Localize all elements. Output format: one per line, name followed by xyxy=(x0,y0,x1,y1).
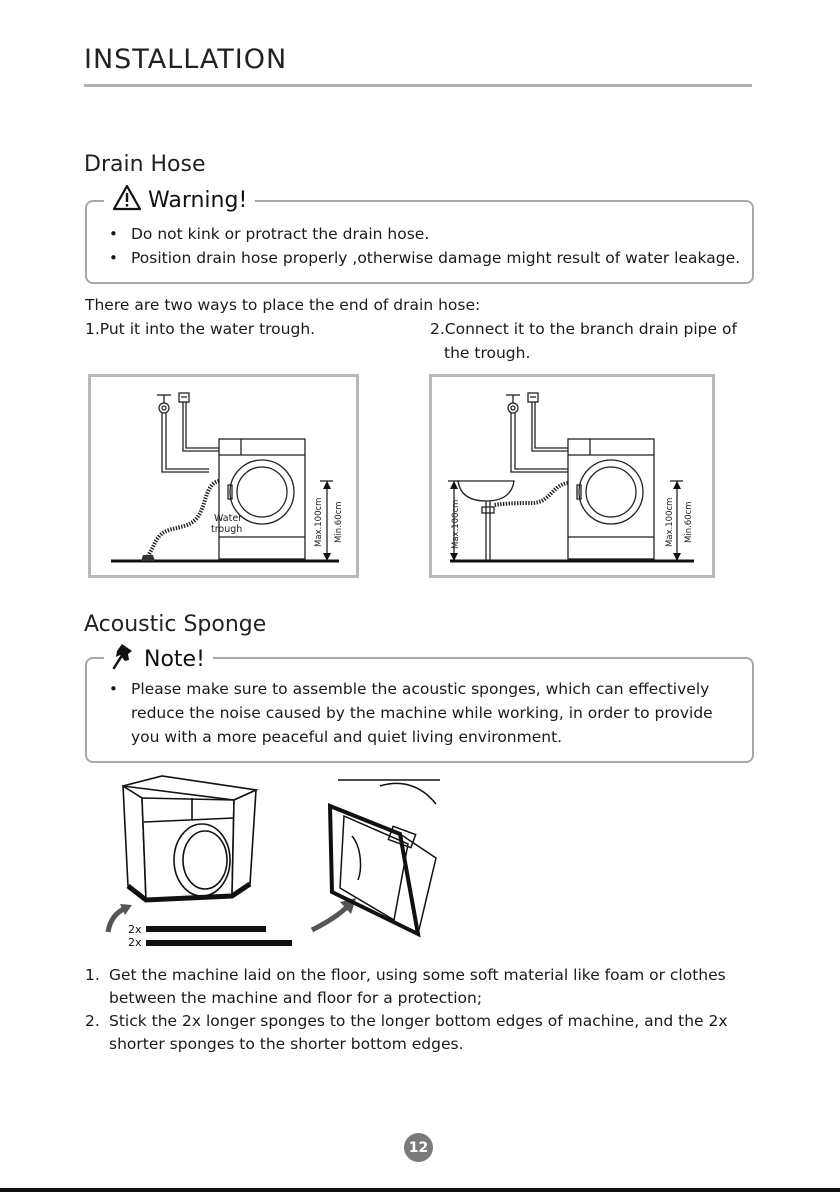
note-list: •Please make sure to assemble the acoust… xyxy=(109,677,749,749)
drain-figure-branch-pipe-drawing: Max.100cm Max.100cm Min.60cm xyxy=(448,392,694,563)
warning-label: Warning! xyxy=(104,184,256,217)
drain-way-2-line2: the trough. xyxy=(444,344,531,362)
sponge-qty-short: 2x xyxy=(128,936,142,949)
acoustic-sponge-heading: Acoustic Sponge xyxy=(84,612,267,637)
water-trough-label-1: Water xyxy=(214,513,242,524)
step-item: 1. Get the machine laid on the floor, us… xyxy=(85,966,726,1007)
left-max-height-label: Max.100cm xyxy=(451,500,461,549)
warning-list: •Do not kink or protract the drain hose.… xyxy=(109,222,749,270)
sponge-steps: 1. Get the machine laid on the floor, us… xyxy=(85,964,755,1056)
drain-figure-branch-pipe: Max.100cm Max.100cm Min.60cm xyxy=(429,374,715,578)
drain-intro: There are two ways to place the end of d… xyxy=(85,296,481,314)
max-height-label: Max.100cm xyxy=(665,498,675,547)
page-title: INSTALLATION xyxy=(84,44,288,75)
water-trough-label-2: trough xyxy=(211,524,242,535)
warning-item: •Do not kink or protract the drain hose. xyxy=(109,225,430,243)
warning-item: •Position drain hose properly ,otherwise… xyxy=(109,249,741,267)
page-number: 12 xyxy=(404,1133,433,1162)
drain-way-2-line1: 2.Connect it to the branch drain pipe of xyxy=(430,320,737,338)
note-label: Note! xyxy=(104,642,213,676)
min-height-label: Min.60cm xyxy=(334,501,344,543)
pushpin-icon xyxy=(112,642,138,676)
sponge-illustration: 2x 2x xyxy=(100,774,440,950)
note-line: you with a more peaceful and quiet livin… xyxy=(131,728,563,746)
note-line: reduce the noise caused by the machine w… xyxy=(131,704,713,722)
step-item: 2. Stick the 2x longer sponges to the lo… xyxy=(85,1012,728,1053)
warning-triangle-icon xyxy=(112,184,142,217)
drain-way-1: 1.Put it into the water trough. xyxy=(85,320,316,338)
drain-hose-heading: Drain Hose xyxy=(84,152,206,177)
min-height-label: Min.60cm xyxy=(684,501,694,543)
sponge-illustration-drawing: 2x 2x xyxy=(105,775,440,949)
title-divider xyxy=(84,84,752,87)
page-bottom-edge xyxy=(0,1188,840,1192)
note-item: •Please make sure to assemble the acoust… xyxy=(109,680,710,698)
drain-figure-trough-drawing: Water trough Max.100cm Min.60cm xyxy=(111,392,344,563)
sponge-qty-long: 2x xyxy=(128,923,142,936)
drain-figure-trough: Water trough Max.100cm Min.60cm xyxy=(88,374,359,578)
max-height-label: Max.100cm xyxy=(314,498,324,547)
